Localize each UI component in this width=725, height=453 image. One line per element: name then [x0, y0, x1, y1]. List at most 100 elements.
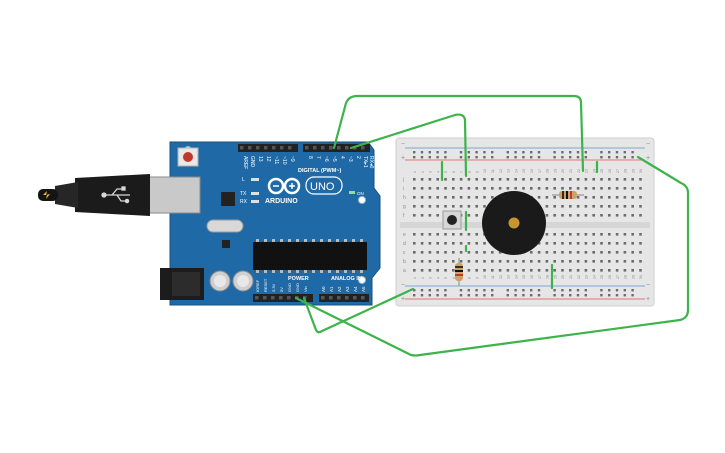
rail-hole	[506, 294, 509, 297]
breadboard-hole	[639, 233, 642, 236]
breadboard-hole	[569, 178, 572, 181]
breadboard-hole	[428, 251, 432, 254]
rail-hole	[608, 289, 611, 292]
row-letter-i: i	[403, 186, 404, 192]
breadboard-hole	[498, 187, 502, 190]
rail-hole	[584, 151, 587, 154]
pin-label-5: ~5	[331, 156, 337, 162]
digital-header-right[interactable]	[303, 144, 370, 152]
breadboard-hole	[428, 214, 432, 217]
breadboard-hole	[639, 196, 642, 199]
rail-hole	[475, 294, 478, 297]
breadboard-hole	[428, 260, 432, 263]
breadboard-hole	[592, 178, 595, 181]
arduino-logo	[267, 177, 301, 195]
breadboard-hole	[639, 178, 642, 181]
breadboard-hole	[615, 260, 619, 263]
analog-header[interactable]	[319, 294, 369, 302]
breadboard-hole	[467, 242, 471, 245]
rail-hole	[522, 151, 525, 154]
usb-cable[interactable]	[38, 174, 201, 216]
bottom-rail-holes	[413, 289, 634, 297]
rail-hole	[608, 156, 611, 159]
breadboard-hole	[584, 260, 588, 263]
breadboard-hole	[623, 178, 627, 181]
column-number: 5	[444, 171, 448, 173]
breadboard-hole	[514, 269, 517, 272]
rail-hole	[491, 151, 494, 154]
breadboard-hole	[561, 233, 564, 236]
chip-pin	[320, 239, 323, 242]
rail-hole	[514, 289, 517, 292]
rail-hole	[615, 289, 619, 292]
breadboard-hole	[420, 269, 424, 272]
chip-pin	[296, 270, 299, 273]
column-number: 26	[608, 275, 612, 279]
breadboard-hole	[615, 196, 619, 199]
breadboard-hole	[475, 196, 478, 199]
breadboard-hole	[459, 205, 463, 208]
breadboard-hole	[623, 196, 627, 199]
chip-pin	[344, 270, 347, 273]
row-letter-g: g	[403, 204, 406, 210]
breadboard-hole	[530, 178, 533, 181]
breadboard-hole	[569, 205, 572, 208]
breadboard-hole	[545, 178, 549, 181]
arduino-uno-board[interactable]: AREF GND 13 12 ~11 ~10 ~9 8 7 ~6 ~5 4 ~3…	[160, 141, 381, 306]
pin-label-reset: RESET	[263, 278, 268, 292]
breadboard-hole	[569, 187, 572, 190]
breadboard-hole	[608, 251, 611, 254]
breadboard-hole	[420, 187, 424, 190]
breadboard-hole	[475, 269, 478, 272]
breadboard-hole	[576, 187, 580, 190]
rail-hole	[475, 156, 478, 159]
piezo-buzzer-icon[interactable]	[482, 191, 546, 255]
digital-header-left[interactable]	[238, 144, 298, 152]
column-number: 17	[538, 275, 542, 279]
breadboard-hole	[459, 242, 463, 245]
rail-hole	[631, 294, 634, 297]
breadboard-hole	[600, 242, 603, 245]
push-button-icon[interactable]	[442, 210, 462, 230]
breadboard-hole	[428, 205, 432, 208]
breadboard-hole	[428, 242, 432, 245]
breadboard-hole	[483, 205, 486, 208]
chip-pin	[264, 270, 267, 273]
top-minus-label-right: −	[646, 141, 650, 148]
breadboard-hole	[576, 260, 580, 263]
column-number: 28	[624, 275, 628, 279]
power-header[interactable]	[253, 294, 313, 302]
breadboard-hole	[623, 205, 627, 208]
pin-label-5v: 5V	[279, 287, 284, 292]
header-pin	[280, 146, 284, 150]
rail-hole	[444, 294, 447, 297]
breadboard-hole	[537, 260, 541, 263]
on-label: ON	[357, 191, 364, 196]
breadboard-hole	[475, 187, 478, 190]
breadboard-hole	[475, 178, 478, 181]
breadboard-hole	[444, 242, 447, 245]
breadboard-hole	[452, 242, 455, 245]
column-number: 3	[429, 171, 433, 173]
column-number: 15	[522, 275, 526, 279]
rail-hole	[428, 289, 431, 292]
header-pin	[345, 296, 349, 300]
rail-hole	[631, 151, 634, 154]
mounting-hole	[358, 196, 366, 204]
pin-label-11: ~11	[273, 156, 279, 164]
breadboard-hole	[483, 178, 486, 181]
breadboard-hole	[467, 233, 471, 236]
breadboard-hole	[584, 187, 588, 190]
reset-button[interactable]	[183, 152, 193, 162]
header-pin	[321, 296, 325, 300]
breadboard-hole	[553, 205, 556, 208]
rail-hole	[584, 289, 587, 292]
breadboard-hole	[483, 196, 486, 199]
breadboard-hole	[592, 205, 595, 208]
rail-hole	[491, 289, 494, 292]
rail-hole	[537, 151, 541, 154]
rail-hole	[420, 151, 424, 154]
column-number: 16	[530, 169, 534, 173]
breadboard-hole	[475, 260, 478, 263]
header-pin	[337, 296, 341, 300]
